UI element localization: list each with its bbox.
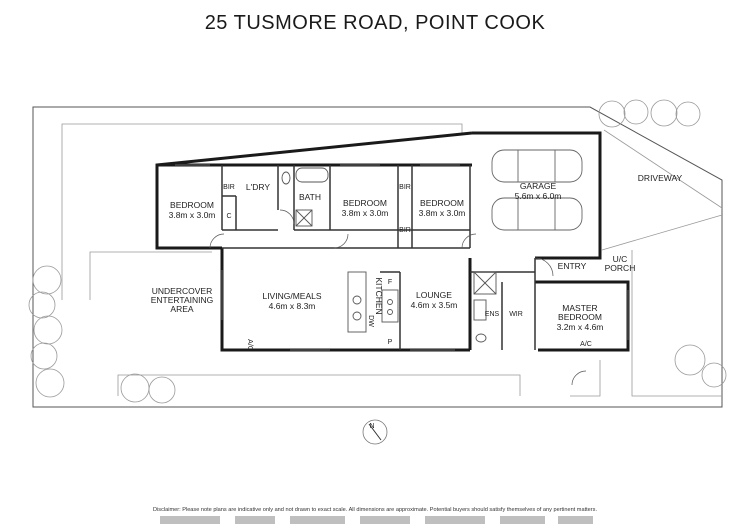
footer-logo (290, 516, 345, 524)
fixture-c: C (226, 213, 231, 220)
room-lounge-name: LOUNGE (416, 290, 452, 300)
footer-logo (425, 516, 485, 524)
trees (28, 99, 727, 404)
room-kitchen-name: KITCHEN (374, 277, 384, 314)
windows (175, 164, 629, 351)
footer-logo (500, 516, 545, 524)
fixture-bir-1: BIR (223, 184, 235, 191)
fixture-bir-3: BIR (399, 227, 411, 234)
kitchen-island (347, 271, 399, 333)
compass-north-label: N (369, 423, 374, 430)
interior-walls (221, 165, 536, 350)
room-living-dim: 4.6m x 8.3m (269, 301, 316, 311)
driveway-edge (603, 129, 723, 209)
room-bedroom-mid-dim: 3.8m x 3.0m (342, 208, 389, 218)
room-master-line1: MASTER (562, 303, 597, 313)
area-porch-line2: PORCH (605, 263, 636, 273)
compass: N (362, 419, 388, 445)
area-porch-line1: U/C (613, 254, 628, 264)
footer-logo (160, 516, 220, 524)
footer-logo (235, 516, 275, 524)
fixture-bir-2: BIR (399, 184, 411, 191)
area-undercover-line2: ENTERTAINING (151, 295, 214, 305)
fixture-f: F (388, 279, 392, 286)
room-master-line2: BEDROOM (558, 312, 602, 322)
room-entry-name: ENTRY (558, 261, 587, 271)
plan-title: 25 TUSMORE ROAD, POINT COOK (204, 12, 546, 34)
area-driveway-name: DRIVEWAY (638, 173, 683, 183)
room-bedroom-right-name: BEDROOM (420, 198, 464, 208)
room-bedroom-left-dim: 3.8m x 3.0m (169, 210, 216, 220)
room-lounge-dim: 4.6m x 3.5m (411, 300, 458, 310)
fixture-wir: WIR (509, 311, 523, 318)
area-undercover-line3: AREA (170, 304, 193, 314)
room-bedroom-mid-name: BEDROOM (343, 198, 387, 208)
door-swings (209, 209, 587, 386)
room-bedroom-right-dim: 3.8m x 3.0m (419, 208, 466, 218)
fixture-dw: DW (367, 315, 374, 327)
room-bedroom-left-name: BEDROOM (170, 200, 214, 210)
bath-fixtures (281, 167, 497, 343)
fixture-ac-1: A/C (246, 339, 253, 351)
footer-logos (150, 516, 600, 526)
room-bath-name: BATH (299, 192, 321, 202)
footer-logo (360, 516, 410, 524)
area-undercover-line1: UNDERCOVER (152, 286, 212, 296)
disclaimer: Disclaimer: Please note plans are indica… (153, 507, 597, 513)
room-garage-name: GARAGE (520, 181, 557, 191)
footer-logo (558, 516, 593, 524)
fixture-ac-2: A/C (580, 341, 592, 348)
fixture-ens: ENS (485, 311, 500, 318)
fixture-p: P (388, 339, 393, 346)
room-laundry-name: L'DRY (246, 182, 270, 192)
yard-outlines (61, 123, 723, 397)
room-master-dim: 3.2m x 4.6m (557, 322, 604, 332)
property-boundary (32, 106, 723, 408)
cars (491, 149, 583, 231)
room-living-name: LIVING/MEALS (262, 291, 321, 301)
room-garage-dim: 5.6m x 6.0m (515, 191, 562, 201)
